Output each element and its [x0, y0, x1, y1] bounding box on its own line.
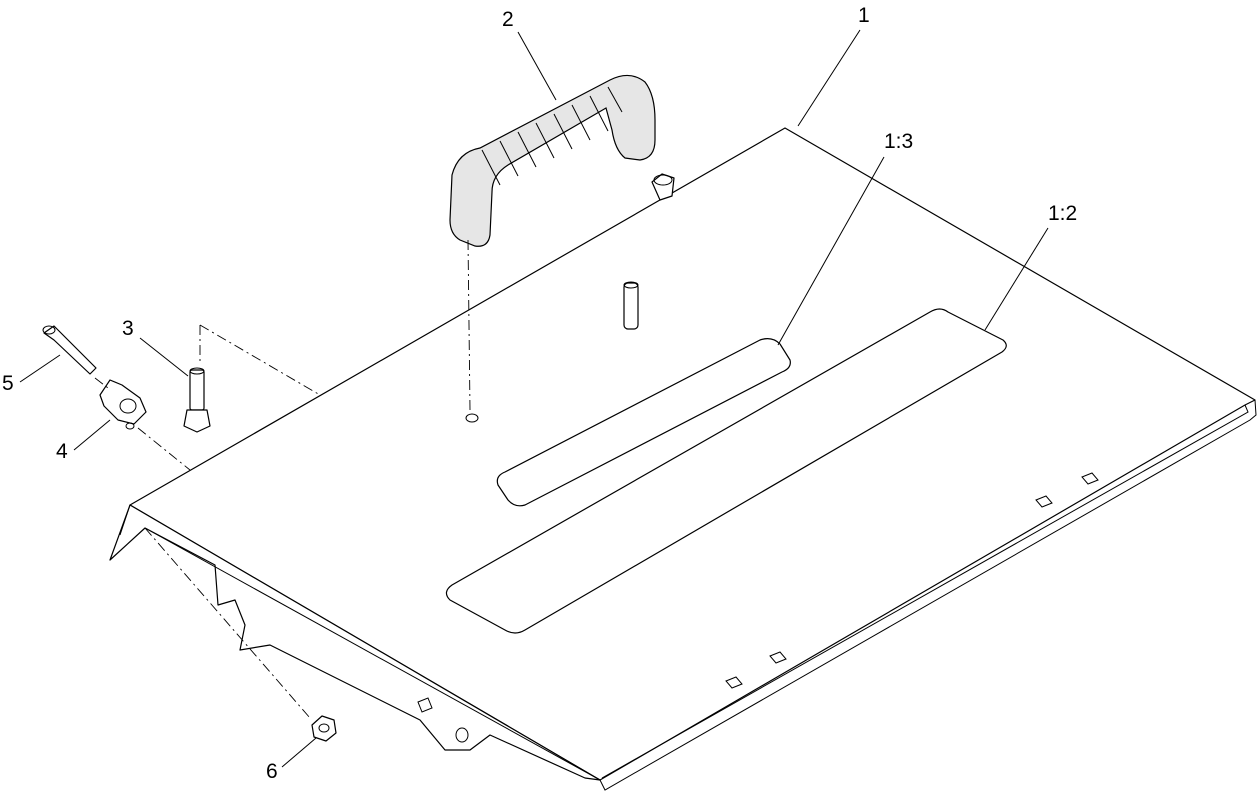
handle — [449, 74, 656, 247]
callout-1: 1 — [858, 4, 870, 27]
callout-4: 4 — [56, 440, 68, 463]
nut-6 — [311, 715, 337, 742]
callout-2: 2 — [502, 8, 514, 31]
callout-5: 5 — [2, 372, 14, 395]
callout-6: 6 — [266, 760, 278, 783]
screw-5 — [42, 325, 97, 375]
leader-lines — [19, 29, 1049, 768]
callout-1-3: 1:3 — [884, 130, 913, 153]
callout-3: 3 — [122, 317, 134, 340]
callouts: 1 2 3 4 5 6 1:3 1:2 — [2, 4, 1077, 783]
bolt-3 — [183, 367, 211, 433]
fitting-4 — [99, 379, 147, 430]
callout-1-2: 1:2 — [1048, 202, 1077, 225]
decal-small — [496, 338, 791, 507]
decal-large — [445, 308, 1007, 634]
assembly-lines — [94, 239, 471, 719]
